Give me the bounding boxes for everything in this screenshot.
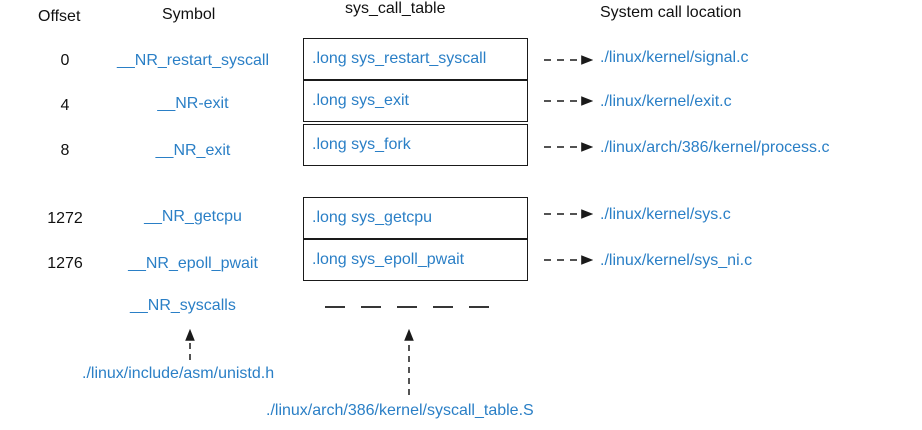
offset-1276: 1276 (47, 255, 83, 272)
header-symbol: Symbol (162, 6, 216, 23)
header-sys-call-table: sys_call_table (345, 0, 446, 17)
symbol-getcpu: __NR_getcpu (144, 208, 242, 225)
table-entry-sys-getcpu: .long sys_getcpu (303, 197, 528, 239)
symbol-nr-syscalls: __NR_syscalls (130, 297, 236, 314)
header-offset: Offset (38, 8, 81, 25)
location-process-c: ./linux/arch/386/kernel/process.c (600, 139, 830, 156)
header-system-call-location: System call location (600, 4, 742, 21)
offset-0: 0 (60, 52, 70, 69)
offset-1272: 1272 (47, 210, 83, 227)
location-sys-c: ./linux/kernel/sys.c (600, 206, 731, 223)
table-entry-sys-exit: .long sys_exit (303, 80, 528, 122)
symbol-restart-syscall: __NR_restart_syscall (116, 52, 270, 69)
source-syscall-table-s: ./linux/arch/386/kernel/syscall_table.S (266, 402, 534, 419)
table-entry-sys-fork: .long sys_fork (303, 124, 528, 166)
offset-4: 4 (60, 97, 70, 114)
location-exit-c: ./linux/kernel/exit.c (600, 93, 732, 110)
location-sys-ni-c: ./linux/kernel/sys_ni.c (600, 252, 753, 269)
table-entry-sys-epoll-pwait: .long sys_epoll_pwait (303, 239, 528, 281)
symbol-nr-exit: __NR_exit (155, 142, 231, 159)
source-unistd-h: ./linux/include/asm/unistd.h (82, 365, 275, 382)
table-entry-restart-syscall: .long sys_restart_syscall (303, 38, 528, 80)
symbol-epoll-pwait: __NR_epoll_pwait (128, 255, 258, 272)
location-signal-c: ./linux/kernel/signal.c (600, 49, 749, 66)
offset-8: 8 (60, 142, 70, 159)
symbol-nr-exit-dash: __NR-exit (157, 95, 229, 112)
